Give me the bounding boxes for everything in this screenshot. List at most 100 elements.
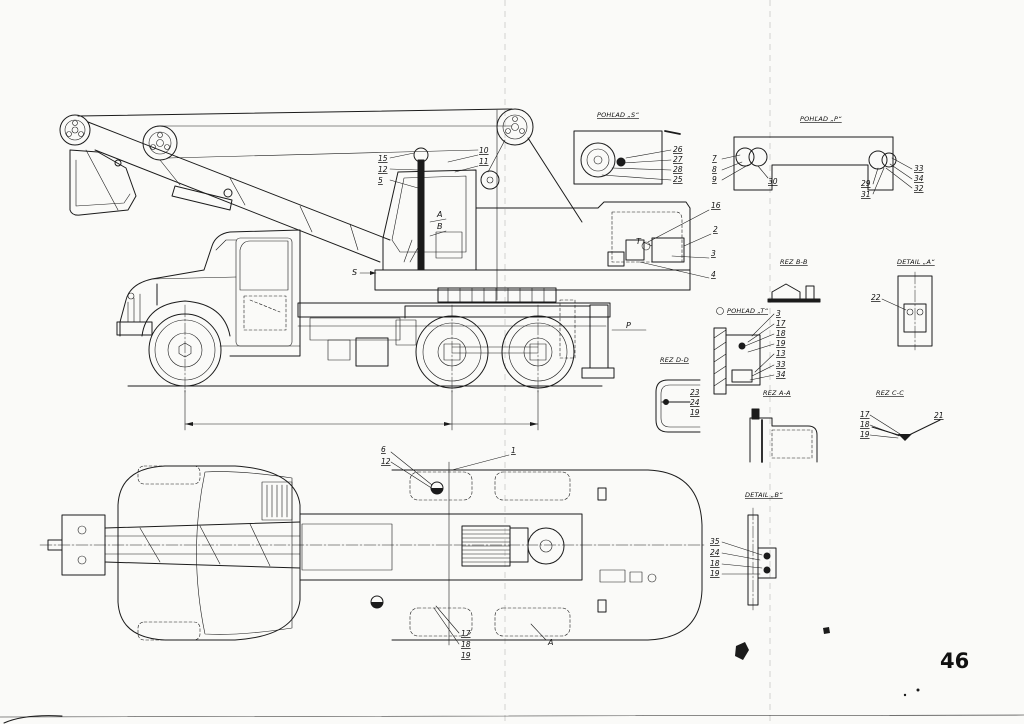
title-pohlad-s: POHĽAD „S“ (597, 111, 639, 119)
chassis-frame (297, 302, 611, 318)
view-arrow-head (370, 271, 376, 275)
boom-lower-chord (94, 149, 381, 263)
callout-18: 18 (860, 420, 870, 429)
callout-11: 11 (479, 157, 489, 166)
engine-fins (461, 529, 511, 563)
pulley-hole (66, 131, 72, 137)
leader-line (433, 605, 460, 645)
battery-box (327, 339, 351, 361)
rez-a-a-shape (749, 417, 818, 463)
detail-b-hole (763, 552, 771, 560)
operator-seat (435, 231, 463, 259)
leader-line (389, 152, 419, 189)
title-rez-b-b: REZ B-B (780, 258, 808, 266)
section-d-d: REZ D-D 23 24 19 (655, 356, 701, 433)
hoist-rope-lower (167, 149, 479, 159)
hydraulic-valve-block (625, 239, 645, 261)
callout-5: 5 (378, 176, 383, 185)
rear-wheel-plan (494, 607, 571, 637)
windshield (215, 239, 237, 251)
callout-4: 4 (711, 270, 716, 279)
detail-b-plate (757, 547, 777, 579)
view-t-pin (738, 342, 746, 350)
section-mark-b: B (437, 222, 443, 231)
rez-d-d-outer (655, 379, 701, 433)
view-marker-s: S (352, 268, 357, 277)
section-b-b: REZ B-B (767, 258, 821, 303)
pulley-inner (148, 131, 172, 155)
callout-18: 18 (710, 559, 720, 568)
callout-19: 19 (860, 430, 870, 439)
callout-7: 7 (712, 154, 717, 163)
crane-cab-post (417, 159, 425, 271)
pulley-hole (512, 116, 518, 122)
callout-17: 17 (776, 319, 786, 328)
title-pohlad-p: POHĽAD „P“ (800, 115, 842, 123)
scan-blot (823, 627, 830, 634)
wheelbase-dimension (184, 304, 539, 431)
rez-c-c-weld (898, 434, 912, 441)
view-s-pulley-inner (586, 148, 610, 172)
rear-wheel-plan (409, 607, 473, 637)
rear-housing (475, 201, 691, 291)
leader-line (447, 154, 479, 173)
callout-34: 34 (914, 174, 924, 183)
leader-line (601, 149, 672, 181)
title-pohlad-t: POHĽAD „T“ (727, 307, 768, 315)
callout-22: 22 (871, 293, 881, 302)
sheet-corner-curl (3, 715, 63, 724)
crane-cab (382, 169, 477, 271)
dim-arrow (444, 422, 452, 426)
outrigger-plan (597, 487, 607, 501)
hoist-rope-top (77, 108, 513, 117)
front-wheel-plan (137, 465, 201, 485)
callout-6: 6 (381, 445, 386, 454)
callout-12: 12 (378, 165, 388, 174)
side-elevation: 15 12 5 10 11 A B S P T 16 2 3 4 (59, 108, 721, 431)
section-mark-a: A (436, 210, 442, 219)
callout-19: 19 (461, 651, 471, 660)
view-t-hatch (713, 329, 727, 387)
detail-b-hole (763, 566, 771, 574)
rez-d-d-inner (660, 384, 701, 428)
lamp-plan-fill (431, 488, 443, 494)
section-arrow (530, 623, 547, 641)
crane-cab-lamp (413, 147, 429, 163)
callout-33: 33 (776, 360, 786, 369)
callout-2: 2 (713, 225, 718, 234)
callout-24: 24 (710, 548, 720, 557)
rez-a-a-tank (771, 429, 813, 459)
pulley-rim (496, 108, 534, 146)
callout-35: 35 (710, 537, 720, 546)
hood-line (151, 276, 237, 280)
tool-box (309, 317, 401, 341)
scan-speck (916, 688, 920, 692)
leader-line (451, 454, 510, 471)
hydraulic-pump (607, 251, 625, 267)
hydraulic-plan (599, 569, 626, 583)
cab-plan-crane (301, 523, 393, 571)
title-detail-b: DETAIL „B“ (745, 491, 783, 499)
callout-9: 9 (712, 175, 717, 184)
boom-cylinder (171, 185, 233, 211)
mast-rope (487, 139, 506, 173)
pulley-hub (511, 123, 519, 131)
winch-hub-plan (539, 539, 553, 553)
chassis-cylinder (395, 319, 417, 346)
section-mark-a-plan: A (547, 638, 553, 647)
callout-27: 27 (673, 155, 683, 164)
pulley-hub (71, 126, 79, 134)
callout-17: 17 (860, 410, 870, 419)
pulley-inner (502, 114, 528, 140)
outrigger-plan (597, 599, 607, 613)
callout-31: 31 (861, 190, 871, 199)
detail-b: DETAIL „B“ 35 24 18 19 (710, 491, 783, 613)
truck-cab (116, 229, 301, 357)
callout-19: 19 (710, 569, 720, 578)
view-s-frame (573, 130, 663, 185)
guide-pulley-hub (486, 176, 494, 184)
section-arrow (429, 218, 447, 237)
outrigger (559, 299, 615, 379)
leader-line (639, 209, 712, 279)
callout-26: 26 (673, 145, 683, 154)
